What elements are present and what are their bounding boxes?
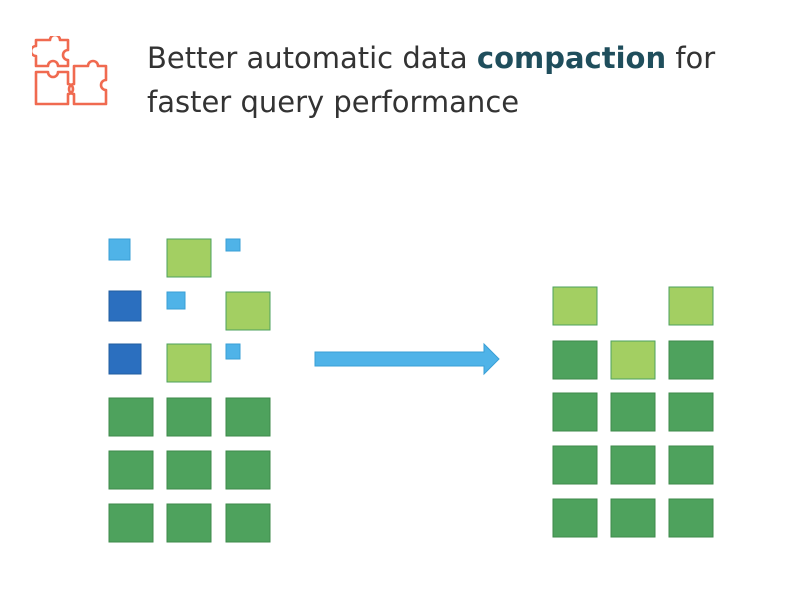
full-file	[108, 397, 154, 437]
full-file	[668, 340, 714, 380]
small-file	[225, 343, 241, 360]
headline: Better automatic data compaction for fas…	[147, 36, 767, 124]
full-file	[166, 503, 212, 543]
small-file	[225, 238, 241, 252]
full-file	[108, 450, 154, 490]
headline-line-1: Better automatic data compaction for	[147, 36, 767, 80]
full-file	[610, 392, 656, 432]
full-file	[225, 503, 271, 543]
partial-file	[610, 340, 656, 380]
full-file	[668, 392, 714, 432]
puzzle-icon	[32, 36, 108, 106]
full-file	[166, 397, 212, 437]
headline-text-after: for	[666, 41, 716, 75]
full-file	[610, 498, 656, 538]
small-file	[166, 291, 186, 310]
full-file	[166, 450, 212, 490]
full-file	[610, 445, 656, 485]
medium-file	[108, 343, 142, 375]
full-file	[225, 450, 271, 490]
full-file	[552, 445, 598, 485]
headline-line-2: faster query performance	[147, 85, 520, 119]
partial-file	[166, 343, 212, 383]
full-file	[668, 445, 714, 485]
full-file	[225, 397, 271, 437]
headline-text: Better automatic data	[147, 41, 477, 75]
partial-file	[668, 286, 714, 326]
full-file	[552, 498, 598, 538]
before-files	[108, 238, 271, 543]
full-file	[552, 340, 598, 380]
headline-emphasis: compaction	[476, 41, 667, 75]
small-file	[108, 238, 131, 261]
partial-file	[225, 291, 271, 331]
partial-file	[552, 286, 598, 326]
partial-file	[166, 238, 212, 278]
full-file	[108, 503, 154, 543]
after-files	[552, 286, 714, 538]
medium-file	[108, 290, 142, 322]
full-file	[668, 498, 714, 538]
right-arrow-icon	[314, 342, 500, 376]
full-file	[552, 392, 598, 432]
